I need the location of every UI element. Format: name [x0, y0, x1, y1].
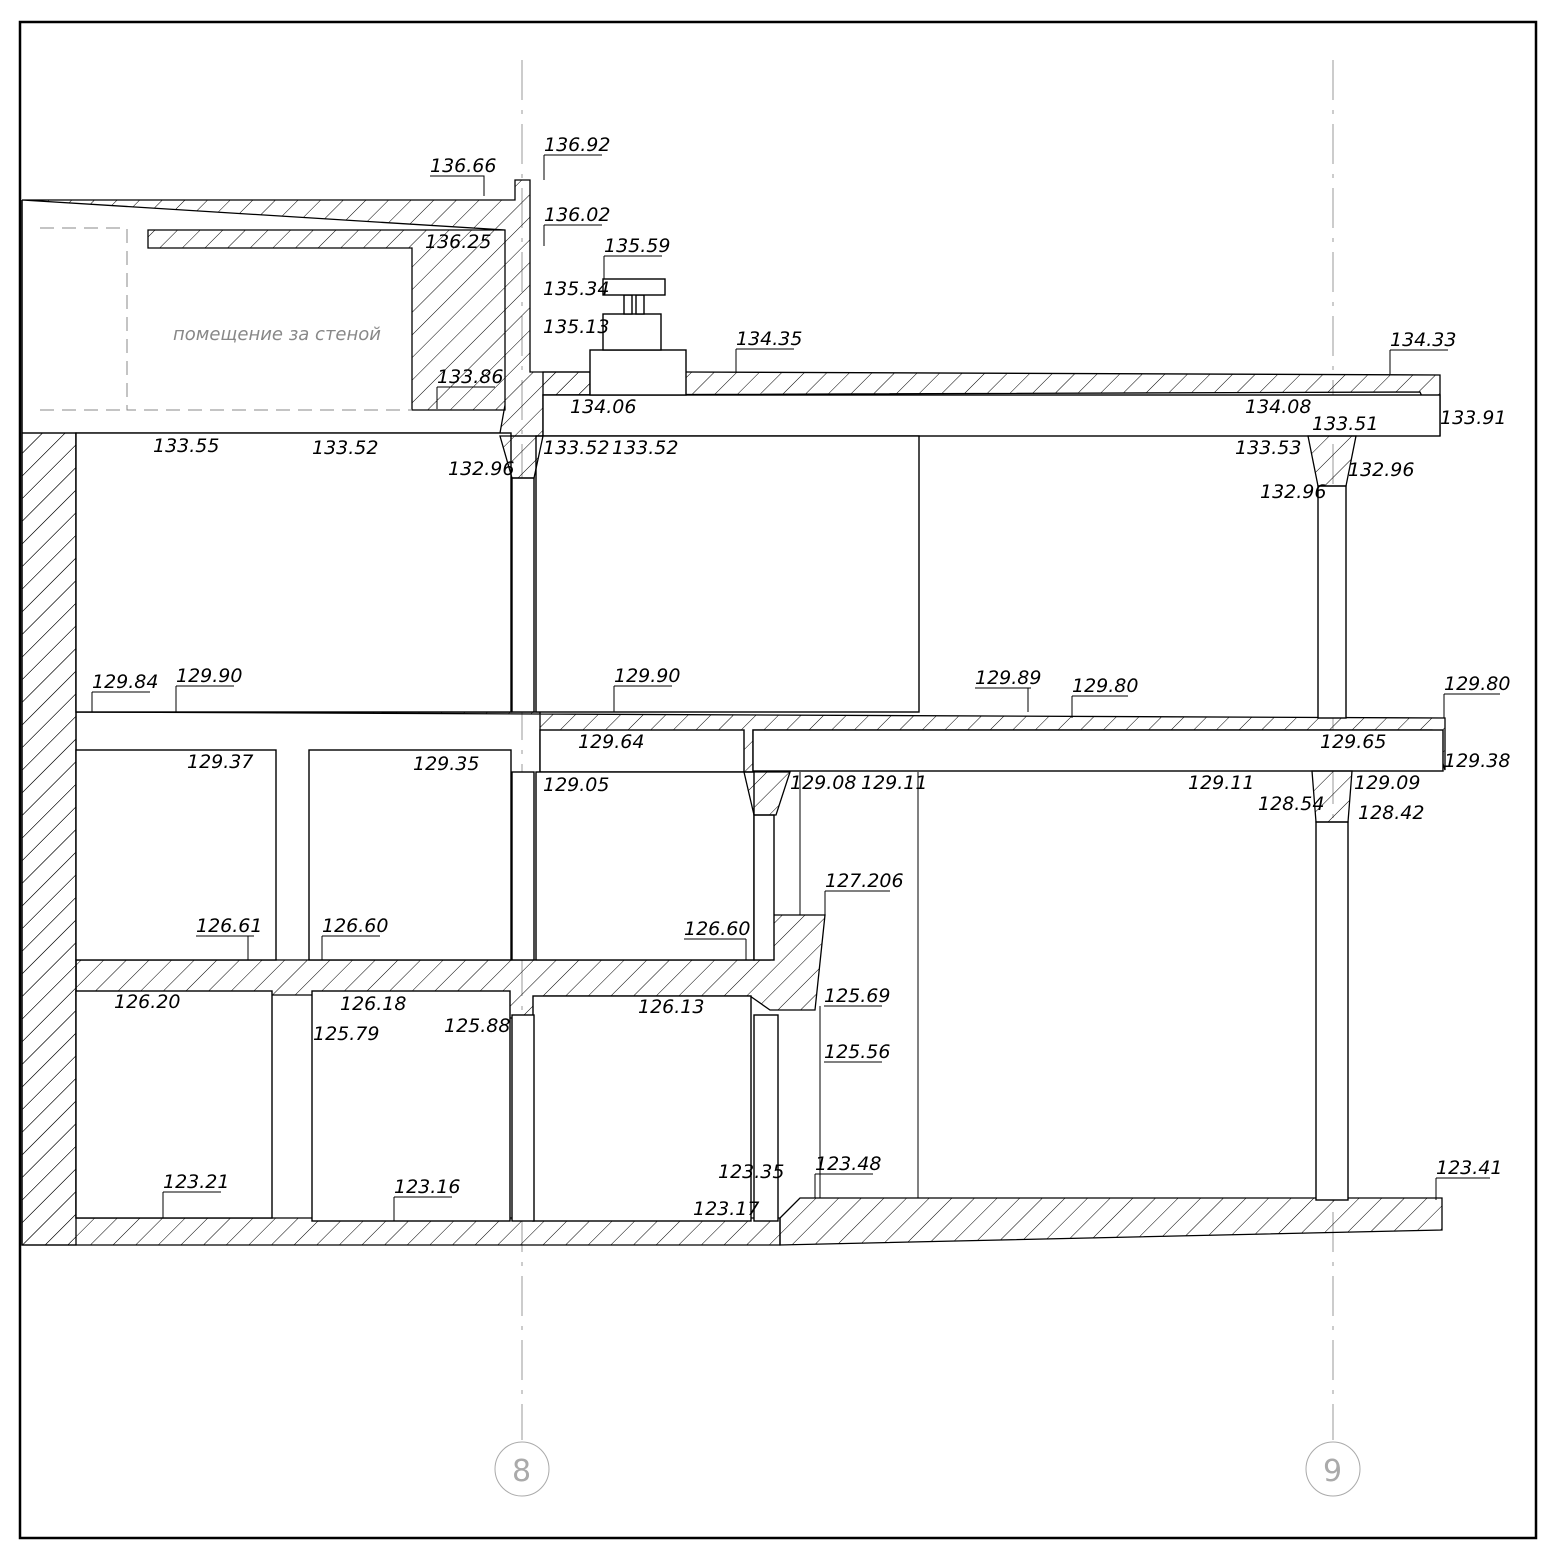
level-mark: 129.65	[1320, 731, 1386, 753]
level-mark: 136.25	[425, 231, 491, 253]
level-mark: 135.13	[543, 316, 609, 338]
level-mark: 133.53	[1235, 437, 1301, 459]
level-mark: 136.02	[544, 204, 610, 226]
equipment-neck-a	[623, 294, 633, 315]
equipment-cap	[602, 278, 666, 296]
column-8-upper	[511, 477, 535, 713]
axis-label-9: 9	[1323, 1454, 1342, 1489]
level-mark: 129.35	[413, 753, 479, 775]
axis-label-8: 8	[512, 1454, 531, 1489]
axis-bubble-9	[1305, 1441, 1361, 1497]
room-low-left-3	[532, 995, 752, 1222]
column-mid-lower	[753, 1014, 779, 1222]
level-mark: 125.56	[824, 1041, 890, 1063]
level-mark: 133.52	[612, 437, 678, 459]
level-mark: 127.206	[825, 870, 904, 892]
level-mark: 123.21	[163, 1171, 229, 1193]
level-mark: 136.66	[430, 155, 496, 177]
level-mark: 129.90	[614, 665, 680, 687]
level-mark: 134.33	[1390, 329, 1456, 351]
room-mid-center	[535, 771, 755, 961]
capital-mid	[743, 771, 791, 816]
level-mark: 133.86	[437, 366, 503, 388]
column-9-upper	[1317, 485, 1347, 719]
equipment-body	[602, 313, 662, 351]
level-mark: 129.90	[176, 665, 242, 687]
level-mark: 133.91	[1440, 407, 1506, 429]
level-mark: 123.16	[394, 1176, 460, 1198]
level-mark: 125.79	[313, 1023, 379, 1045]
level-mark: 129.38	[1444, 750, 1510, 772]
level-mark: 129.09	[1354, 772, 1420, 794]
level-mark: 129.89	[975, 667, 1041, 689]
level-mark: 129.05	[543, 774, 609, 796]
room-mid-left-2	[308, 749, 512, 961]
level-mark: 126.18	[340, 993, 406, 1015]
ground-slab-right	[779, 1197, 1443, 1246]
level-mark: 133.52	[312, 437, 378, 459]
level-mark: 123.35	[718, 1161, 784, 1183]
roof-slab	[542, 371, 1441, 437]
level-mark: 129.08	[790, 772, 856, 794]
column-8-middle	[511, 771, 535, 961]
room-upper-left	[75, 432, 512, 713]
column-mid-upper	[753, 814, 775, 961]
level-mark: 135.59	[604, 235, 670, 257]
level-mark: 126.13	[638, 996, 704, 1018]
level-mark: 128.42	[1358, 802, 1424, 824]
room-low-left-2	[311, 990, 511, 1222]
column-9-lower	[1315, 821, 1349, 1201]
room-label: помещение за стеной	[173, 324, 381, 345]
level-mark: 128.54	[1258, 793, 1324, 815]
level-mark: 129.11	[861, 772, 927, 794]
level-mark: 126.60	[322, 915, 388, 937]
hidden-room-contour	[40, 227, 412, 411]
level-mark: 123.48	[815, 1153, 881, 1175]
capital-8-top	[499, 435, 544, 479]
level-mark: 133.51	[1312, 413, 1378, 435]
equipment-base	[589, 349, 687, 396]
level-mark: 126.60	[684, 918, 750, 940]
room-low-left-1	[75, 990, 273, 1219]
capital-9-mid	[1311, 770, 1353, 823]
level-leaders	[91, 154, 1500, 1221]
equipment-neck-b	[635, 294, 645, 315]
level-mark: 126.20	[114, 991, 180, 1013]
roof-beam	[542, 394, 1441, 437]
level-mark: 134.08	[1245, 396, 1311, 418]
level-mark: 125.69	[824, 985, 890, 1007]
level-mark: 129.80	[1444, 673, 1510, 695]
level-mark: 136.92	[544, 134, 610, 156]
capital-9-top	[1307, 435, 1357, 487]
level-mark: 129.80	[1072, 675, 1138, 697]
level-mark: 135.34	[543, 278, 609, 300]
room-mid-left-1	[75, 749, 277, 961]
level-mark: 123.41	[1436, 1157, 1502, 1179]
level-mark: 129.64	[578, 731, 644, 753]
level-mark: 134.06	[570, 396, 636, 418]
level-mark: 129.37	[187, 751, 253, 773]
room-upper-center	[535, 435, 920, 713]
level-mark: 123.17	[693, 1198, 759, 1220]
level-mark: 133.55	[153, 435, 219, 457]
level-mark: 132.96	[448, 458, 514, 480]
drawing-frame	[18, 20, 1538, 1540]
level-mark: 126.61	[196, 915, 262, 937]
level-mark: 132.96	[1348, 459, 1414, 481]
level-mark: 129.11	[1188, 772, 1254, 794]
axis-bubble-8	[494, 1441, 550, 1497]
level-mark: 132.96	[1260, 481, 1326, 503]
level-mark: 133.52	[543, 437, 609, 459]
level-marks: 136.66 136.92 136.02 136.25 135.59 135.3…	[92, 134, 1510, 1220]
level-mark: 125.88	[444, 1015, 510, 1037]
middle-beam	[752, 729, 1444, 772]
level-mark: 129.84	[92, 671, 158, 693]
column-8-lower	[511, 1014, 535, 1222]
level-mark: 134.35	[736, 328, 802, 350]
